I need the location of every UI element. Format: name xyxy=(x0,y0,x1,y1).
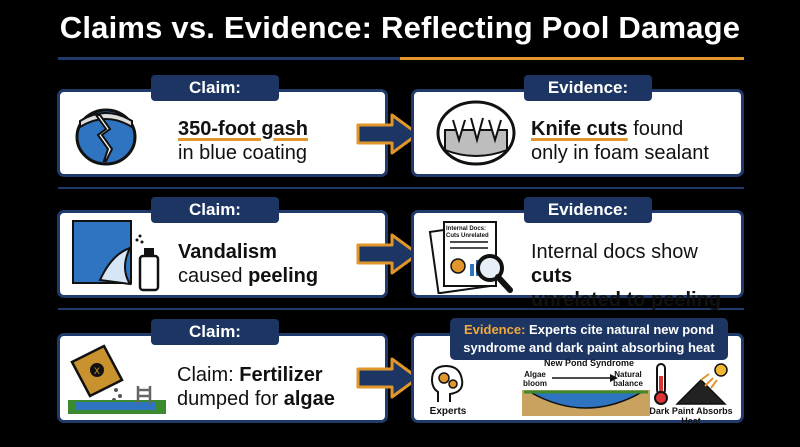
evidence-bold-2b: unrelated to peeling xyxy=(531,289,722,311)
title-rule-navy xyxy=(58,57,400,60)
claim-bold-2b: peeling xyxy=(248,265,319,287)
evidence-rest-1a: found xyxy=(633,118,684,140)
claim-badge-2: Claim: xyxy=(151,197,279,223)
evidence-text-2: Internal docs show cuts unrelated to pee… xyxy=(531,240,741,312)
claim-rest-2: caused xyxy=(178,265,243,287)
arrow-right-icon xyxy=(356,357,420,399)
claim-text-1: 350-foot gash in blue coating xyxy=(178,117,378,165)
claim-rest-3: dumped for xyxy=(177,388,279,410)
claim-text-2: Vandalism caused peeling xyxy=(178,240,378,288)
row-divider-1 xyxy=(58,187,744,189)
foam-cuts-icon xyxy=(436,100,516,166)
title-rule-orange xyxy=(400,57,744,60)
evidence-badge-3: Evidence: Experts cite natural new pond … xyxy=(450,318,728,360)
svg-text:X: X xyxy=(94,367,100,377)
page-title: Claims vs. Evidence: Reflecting Pool Dam… xyxy=(59,10,741,45)
peeling-paint-icon xyxy=(72,220,160,292)
evidence-text-1: Knife cuts found only in foam sealant xyxy=(531,117,736,165)
claim-text-3: Claim: Fertilizer dumped for algae xyxy=(177,363,382,411)
balance-label: Natural balance xyxy=(613,370,643,388)
claim-bold-2: Vandalism xyxy=(178,241,277,263)
syndrome-title: New Pond Syndrome xyxy=(543,358,634,368)
documents-magnifier-icon xyxy=(428,221,513,294)
evidence-text-2a: Internal docs show xyxy=(531,241,698,263)
sun-icon xyxy=(700,363,728,389)
arrow-right-icon xyxy=(356,113,420,155)
evidence-bold-2a: cuts xyxy=(531,265,573,287)
doc-label: Internal Docs: Cuts Unrelated xyxy=(446,226,489,239)
evidence-badge-2: Evidence: xyxy=(524,197,652,223)
expert-head-icon xyxy=(430,364,464,402)
evidence-badge-1: Evidence: xyxy=(524,75,652,101)
evidence-text-3: Experts cite natural new pond syndrome a… xyxy=(463,322,715,355)
claim-badge-3: Claim: xyxy=(151,319,279,345)
claim-rest-1: in blue coating xyxy=(178,142,307,164)
algae-label: Algae bloom xyxy=(523,370,547,388)
spray-can-icon xyxy=(135,234,160,292)
claim-prefix-3: Claim: xyxy=(177,364,234,386)
cracked-coating-icon xyxy=(75,108,137,166)
fertilizer-bag-icon: X xyxy=(68,344,166,414)
arrow-right-icon xyxy=(356,233,420,275)
row-divider-2 xyxy=(58,308,744,310)
evidence-label-3: Evidence: xyxy=(464,322,526,337)
claim-bold-1: 350-foot gash xyxy=(178,118,309,140)
evidence-rest-1b: only in foam sealant xyxy=(531,142,709,164)
paint-label: Dark Paint Absorbs Heat xyxy=(649,406,733,426)
pond-icon xyxy=(68,386,166,414)
claim-bold-3b: algae xyxy=(283,388,335,410)
thermometer-icon xyxy=(654,363,728,405)
experts-label: Experts xyxy=(429,406,467,417)
pond-cross-section-icon xyxy=(522,374,650,416)
evidence-bold-1: Knife cuts xyxy=(531,118,628,140)
claim-bold-3: Fertilizer xyxy=(239,364,323,386)
claim-badge-1: Claim: xyxy=(151,75,279,101)
